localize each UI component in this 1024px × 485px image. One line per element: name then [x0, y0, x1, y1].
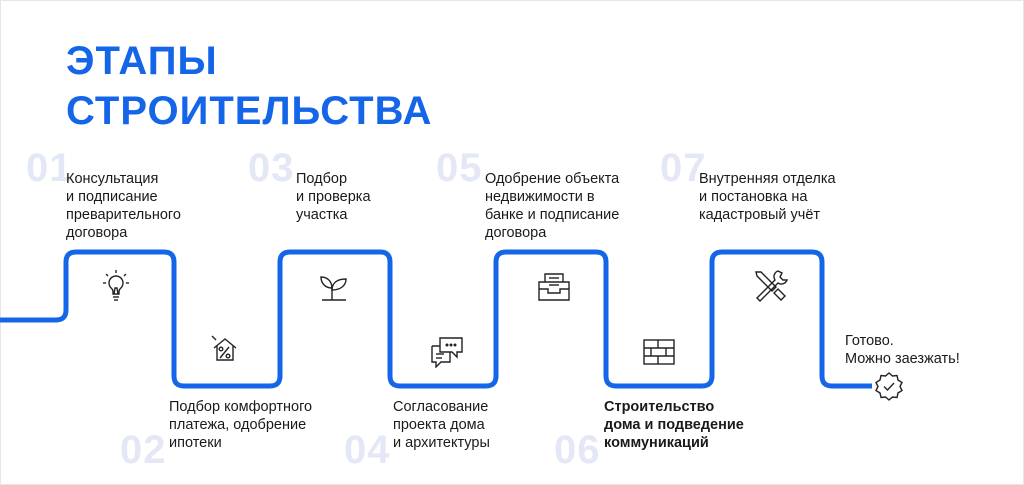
step-text-04: Согласование проекта дома и архитектуры — [393, 399, 490, 451]
step-number-03: 03 — [248, 146, 295, 190]
chat-bubbles-icon — [430, 336, 464, 373]
step-text-06: Строительство дома и подведение коммуник… — [604, 399, 744, 451]
sprout-icon — [318, 270, 350, 307]
lightbulb-icon — [103, 270, 129, 309]
title-line-1: ЭТАПЫ — [66, 39, 218, 83]
step-number-02: 02 — [120, 428, 167, 472]
step-number-04: 04 — [344, 428, 391, 472]
step-number-01: 01 — [26, 146, 73, 190]
page-title: ЭТАПЫ СТРОИТЕЛЬСТВА — [66, 36, 432, 136]
title-line-2: СТРОИТЕЛЬСТВА — [66, 89, 433, 133]
step-text-02: Подбор комфортного платежа, одобрение ип… — [169, 399, 313, 451]
house-percent-icon — [210, 334, 240, 369]
check-badge-icon — [874, 371, 904, 406]
step-number-07: 07 — [660, 146, 707, 190]
step-number-05: 05 — [436, 146, 483, 190]
step-text-01: Консультация и подписание преварительног… — [66, 171, 181, 241]
final-text: Готово. Можно заезжать! — [845, 333, 960, 367]
step-text-03: Подбор и проверка участка — [296, 171, 371, 223]
step-text-07: Внутренняя отделка и постановка на кадас… — [699, 171, 836, 223]
inbox-document-icon — [537, 272, 571, 307]
step-number-06: 06 — [554, 428, 601, 472]
bricks-icon — [642, 338, 676, 371]
step-text-05: Одобрение объекта недвижимости в банке и… — [485, 171, 620, 241]
tools-icon — [752, 268, 788, 309]
